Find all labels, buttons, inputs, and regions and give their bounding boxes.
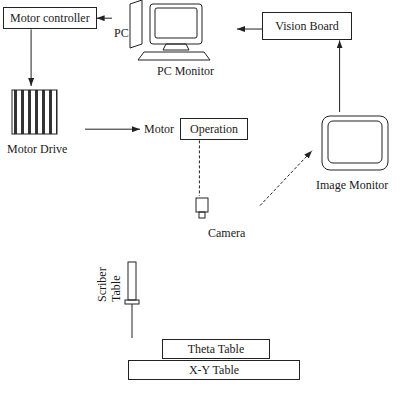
node-text: Motor Drive	[7, 142, 67, 156]
image-monitor-case	[322, 116, 388, 170]
connector	[237, 29, 262, 30]
table-box: Theta Table	[162, 339, 270, 359]
node-text: Motor controller	[10, 11, 90, 25]
node-text: PC	[114, 26, 129, 40]
connector	[260, 151, 312, 206]
pc-case	[130, 0, 142, 48]
pc-monitor	[150, 4, 202, 44]
controller-box: Motor controller	[3, 7, 97, 29]
connector	[85, 129, 140, 130]
scriber-base	[125, 300, 139, 304]
node-text: Operation	[180, 118, 248, 140]
pc-stand	[163, 44, 189, 50]
scriber-table	[128, 262, 136, 300]
camera-body	[196, 198, 208, 212]
pc-node: PC PC Monitor	[112, 0, 237, 82]
part-label: Scriber Table	[96, 256, 124, 302]
node-text: PC Monitor	[157, 64, 214, 78]
connector	[199, 140, 200, 196]
node-text: Image Monitor	[316, 178, 388, 192]
vision-board-box: Vision Board	[262, 12, 352, 40]
camera-node: Camera	[190, 196, 260, 244]
node-text: X-Y Table	[139, 363, 289, 377]
node-text: Vision Board	[271, 19, 343, 33]
table-box: X-Y Table	[128, 360, 300, 380]
pc-screen	[155, 8, 197, 38]
node-text: Camera	[208, 226, 245, 240]
image-monitor-node: Image Monitor	[312, 112, 404, 198]
motor-drive-unit	[12, 90, 57, 134]
node-text: Motor	[140, 122, 180, 136]
connector	[97, 18, 112, 19]
motor-drive-node: Motor Drive	[5, 86, 85, 158]
pc-keyboard	[138, 52, 210, 60]
image-monitor-screen	[328, 121, 382, 163]
scriber-post	[132, 304, 133, 338]
connector	[31, 29, 32, 86]
connector	[339, 40, 340, 112]
motor-operation-node: MotorOperation	[140, 118, 248, 140]
camera-lens	[199, 212, 205, 218]
node-text: Theta Table	[173, 342, 259, 356]
